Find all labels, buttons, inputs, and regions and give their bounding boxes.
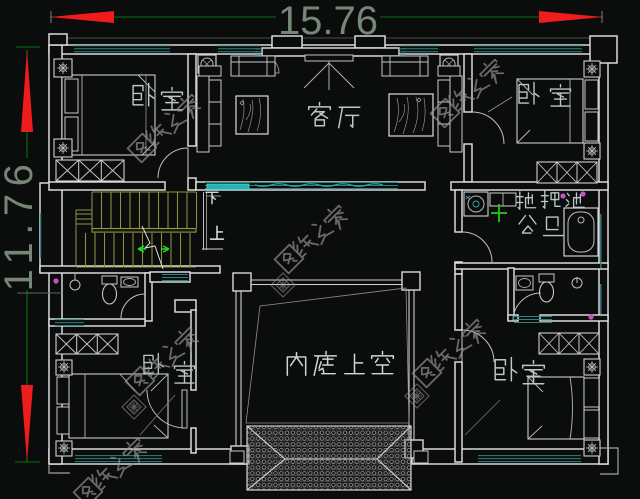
svg-text:15.76: 15.76 [278, 0, 378, 43]
svg-text:11.76: 11.76 [0, 157, 41, 292]
